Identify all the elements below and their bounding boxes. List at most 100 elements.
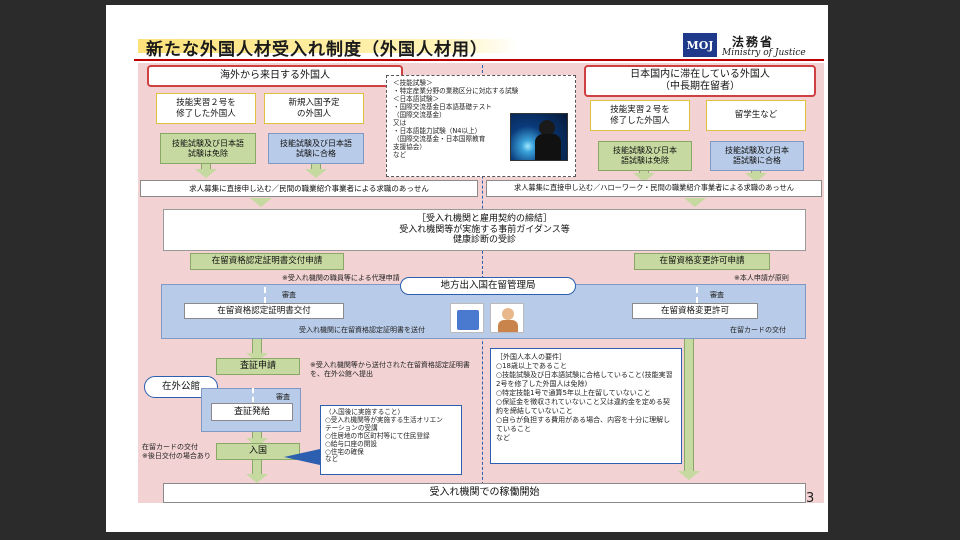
left-header: 海外から来日する外国人	[147, 65, 403, 87]
requirement-line: ○特定技能1号で通算5年以上在留していないこと	[496, 388, 651, 397]
arrow-head	[305, 169, 327, 178]
arrow	[311, 164, 321, 169]
review-dash-right	[696, 287, 698, 303]
arrow	[639, 171, 649, 173]
right-header: 日本国内に滞在している外国人 （中長期在留者）	[584, 65, 816, 97]
right-category-student: 留学生など	[706, 100, 806, 131]
page-title: 新たな外国人材受入れ制度（外国人材用）	[146, 40, 488, 60]
person-head	[502, 308, 514, 320]
arrow	[684, 339, 694, 471]
building-shape	[457, 310, 479, 330]
right-exam-pass: 技能試験及び日本 語試験に合格	[710, 141, 804, 171]
callout-pointer	[284, 449, 320, 465]
exam-info-line: ・国際交流基金日本語基礎テスト	[393, 103, 492, 112]
exam-info-line: 支援協会）	[393, 143, 426, 152]
employment-start: 受入れ機関での稼働開始	[163, 483, 806, 503]
entry-card-note: 在留カードの交付 ※後日交付の場合あり	[142, 443, 211, 461]
review-dash-embassy	[252, 388, 254, 402]
title-rule	[134, 59, 824, 61]
requirement-line: ○技能試験及び日本語試験に合格していること(技能実習2号を修了した外国人は免除)	[496, 370, 673, 388]
arrow-head	[684, 198, 706, 207]
exam-info-line: ・特定産業分野の業務区分に対応する試験	[393, 87, 519, 96]
after-entry-line: テーションの受講	[325, 423, 378, 432]
visa-issuance: 査証発給	[211, 403, 293, 421]
requirement-line: など	[496, 433, 510, 442]
status-change-permission: 在留資格変更許可	[632, 303, 758, 319]
exam-info-line: （国際交流基金・日本国際教育	[393, 135, 486, 144]
left-job-search: 求人募集に直接申し込む／民間の職業紹介事業者による求職のあっせん	[140, 180, 478, 197]
left-exam-exempt: 技能試験及び日本語 試験は免除	[160, 133, 256, 164]
after-entry-line: ○住宅の確保	[325, 447, 364, 456]
arrow-head	[246, 353, 268, 362]
exam-info-box: ＜技能試験＞・特定産業分野の業務区分に対応する試験＜日本語試験＞・国際交流基金日…	[386, 75, 576, 177]
after-entry-list: （入国後に実施すること）○受入れ機関等が実施する生活オリエンテーションの受講○住…	[325, 408, 457, 464]
right-exam-exempt: 技能試験及び日本 語試験は免除	[598, 141, 692, 171]
requirement-line: ○18歳以上であること	[496, 361, 567, 370]
person-body	[498, 320, 518, 332]
left-exam-pass: 技能試験及び日本語 試験に合格	[268, 133, 364, 164]
review-label-right: 審査	[710, 291, 724, 299]
review-label-embassy: 審査	[276, 393, 290, 401]
arrow	[201, 164, 211, 169]
exam-info-line: など	[393, 151, 407, 160]
arrow	[751, 171, 761, 173]
after-entry-line: ○給与口座の開設	[325, 439, 377, 448]
right-job-search: 求人募集に直接申し込む／ハローワーク・民間の職業紹介事業者による求職のあっせん	[486, 180, 822, 197]
arrow-head	[246, 438, 268, 447]
welding-photo	[510, 113, 568, 161]
after-entry-callout: （入国後に実施すること）○受入れ機関等が実施する生活オリエンテーションの受講○住…	[320, 405, 462, 475]
regional-immigration-bureau: 地方出入国在留管理局	[400, 277, 576, 295]
arrow-head	[633, 173, 655, 182]
left-category-new: 新規入国予定 の外国人	[264, 93, 364, 124]
exam-info-line: ・日本語能力試験（N4以上）	[393, 127, 482, 136]
visa-submit-note: ※受入れ機関等から送付された在留資格認定証明書を、在外公館へ提出	[310, 361, 470, 378]
arrow	[252, 432, 262, 438]
employment-contract: ［受入れ機関と雇用契約の締結］ 受入れ機関等が実施する事前ガイダンス等 健康診断…	[163, 209, 806, 251]
worker-icon	[539, 120, 555, 136]
building-icon	[450, 303, 484, 333]
review-label-left: 審査	[282, 291, 296, 299]
requirements-box: ［外国人本人の要件］○18歳以上であること○技能試験及び日本語試験に合格している…	[490, 348, 682, 464]
requirements-list: ［外国人本人の要件］○18歳以上であること○技能試験及び日本語試験に合格している…	[496, 353, 676, 443]
exam-info-line: （国際交流基金）	[393, 111, 446, 120]
arrow-head	[745, 173, 767, 182]
arrow-head	[246, 474, 268, 483]
self-application-note: ※本人申請が原則	[734, 274, 789, 282]
coe-proxy-note: ※受入れ機関の職員等による代理申請	[282, 274, 400, 282]
requirement-line: ○保証金を徴収されていないこと又は違約金を定める契約を締結していないこと	[496, 397, 670, 415]
logo-org-en: Ministry of Justice	[722, 48, 806, 58]
arrow-head	[250, 198, 272, 207]
after-entry-line: ○受入れ機関等が実施する生活オリエン	[325, 415, 443, 424]
arrow	[252, 460, 262, 474]
status-change-application: 在留資格変更許可申請	[634, 253, 770, 270]
worker-body-icon	[535, 134, 561, 160]
moj-logo: MOJ	[683, 33, 717, 57]
exam-info-line: ＜日本語試験＞	[393, 95, 440, 104]
arrow-head	[195, 169, 217, 178]
left-category-trainee: 技能実習２号を 修了した外国人	[156, 93, 256, 124]
exam-info-line: ＜技能試験＞	[393, 79, 433, 87]
exam-info-list: ＜技能試験＞・特定産業分野の業務区分に対応する試験＜日本語試験＞・国際交流基金日…	[393, 79, 569, 159]
review-dash-left	[264, 287, 266, 303]
title-underline-bar	[138, 39, 518, 53]
person-icon	[490, 303, 524, 333]
coe-issuance: 在留資格認定証明書交付	[184, 303, 344, 319]
requirement-line: ［外国人本人の要件］	[496, 353, 566, 361]
right-category-trainee: 技能実習２号を 修了した外国人	[590, 100, 690, 131]
after-entry-line: など	[325, 455, 339, 464]
arrow	[252, 339, 262, 353]
arrow-head	[678, 471, 700, 480]
page-number: 3	[806, 491, 815, 506]
visa-application: 査証申請	[216, 358, 300, 375]
coe-send-note: 受入れ機関に在留資格認定証明書を送付	[299, 326, 425, 334]
exam-info-line: 又は	[393, 119, 407, 128]
requirement-line: ○自らが負担する費用がある場合、内容を十分に理解していること	[496, 415, 671, 433]
logo-mark: MOJ	[686, 38, 714, 52]
after-entry-line: ○住居地の市区町村等にて住民登録	[325, 431, 430, 440]
coe-application: 在留資格認定証明書交付申請	[190, 253, 344, 270]
after-entry-line: （入国後に実施すること）	[325, 408, 405, 416]
embassy-label: 在外公館	[144, 376, 218, 398]
slide: 新たな外国人材受入れ制度（外国人材用） MOJ 法務省 Ministry of …	[106, 5, 828, 532]
logo-org-ja: 法務省	[732, 35, 775, 49]
residence-card-note: 在留カードの交付	[730, 326, 786, 334]
